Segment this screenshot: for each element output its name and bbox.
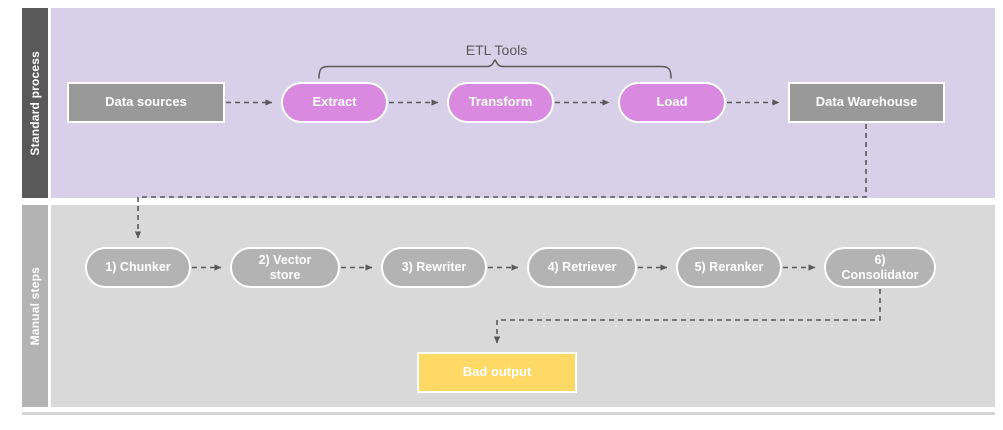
node-vector-store-label: 2) Vector store [259,253,312,282]
node-bad-output[interactable]: Bad output [417,352,577,393]
node-vector-store-label-line2: store [269,267,301,282]
bottom-divider [22,412,995,415]
node-load[interactable]: Load [618,82,726,123]
lane-header-standard-process: Standard process [22,8,48,198]
lane-header-manual-steps: Manual steps [22,205,48,407]
node-consolidator-label-line2: Consolidator [841,267,919,282]
etl-tools-label: ETL Tools [465,42,528,58]
node-extract-label: Extract [312,94,357,110]
node-consolidator-label: 6) Consolidator [841,253,918,282]
lane-header-manual-steps-label: Manual steps [28,266,42,346]
node-reranker-label: 5) Reranker [694,260,764,275]
node-retriever[interactable]: 4) Retriever [527,247,637,288]
node-chunker-label: 1) Chunker [105,260,171,275]
node-data-sources-label: Data sources [105,94,187,110]
node-extract[interactable]: Extract [281,82,388,123]
node-transform[interactable]: Transform [447,82,554,123]
node-transform-label: Transform [468,94,533,110]
node-reranker[interactable]: 5) Reranker [676,247,782,288]
node-consolidator-label-line1: 6) [874,253,886,268]
node-rewriter[interactable]: 3) Rewriter [381,247,487,288]
node-data-sources[interactable]: Data sources [67,82,225,123]
node-chunker[interactable]: 1) Chunker [85,247,191,288]
node-load-label: Load [656,94,688,110]
node-data-warehouse[interactable]: Data Warehouse [788,82,945,123]
node-bad-output-label: Bad output [462,364,532,380]
node-rewriter-label: 3) Rewriter [401,260,467,275]
node-retriever-label: 4) Retriever [547,260,617,275]
node-data-warehouse-label: Data Warehouse [815,94,918,110]
lane-header-standard-process-label: Standard process [28,50,42,156]
node-consolidator[interactable]: 6) Consolidator [824,247,936,288]
node-vector-store-label-line1: 2) Vector [258,253,312,268]
node-vector-store[interactable]: 2) Vector store [230,247,340,288]
etl-tools-label-wrap: ETL Tools [0,42,1003,60]
